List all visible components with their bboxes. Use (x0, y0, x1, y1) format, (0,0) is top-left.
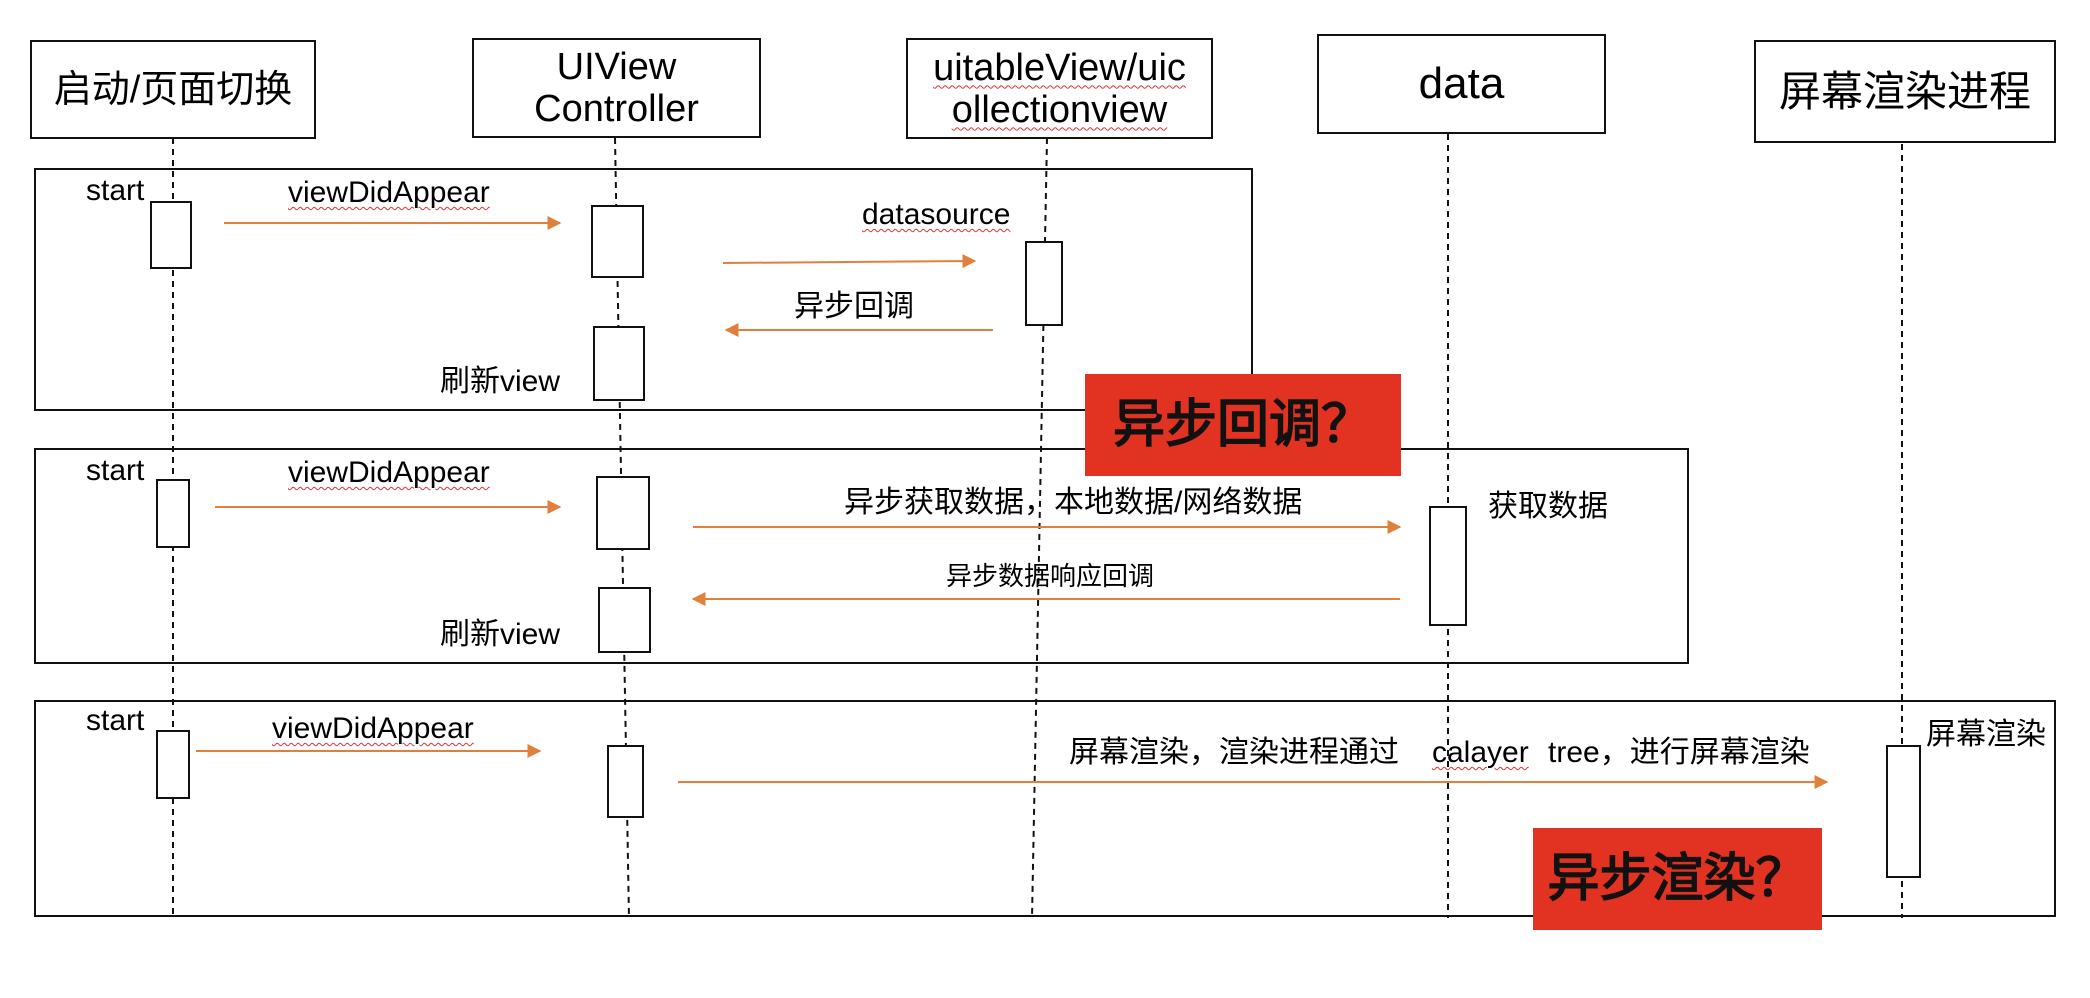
header-view-controller: UIView Controller (472, 38, 761, 138)
s1-refresh-view: 刷新view (440, 365, 561, 398)
s1-start: start (86, 174, 145, 207)
header-tableview: uitableView/uic ollectionview (906, 38, 1213, 139)
header-launch-label: 启动/页面切换 (53, 68, 293, 111)
s1-datasource: datasource (862, 198, 1011, 231)
s2-viewdidappear: viewDidAppear (288, 456, 490, 489)
s2-response: 异步数据响应回调 (946, 561, 1155, 591)
section-frame-3 (34, 700, 2056, 917)
header-table-line1: uitableView/uic (933, 46, 1186, 89)
section-frame-1 (34, 168, 1253, 411)
arrow-datasource (722, 254, 977, 269)
callout-async-render-text: 异步渲染？ (1547, 850, 1808, 908)
header-vc-line1: UIView (556, 46, 677, 88)
activation-launch-1 (150, 201, 192, 269)
header-render-process: 屏幕渲染进程 (1754, 40, 2056, 143)
header-render-label: 屏幕渲染进程 (1778, 67, 2031, 115)
header-data: data (1317, 34, 1606, 134)
header-table-line2: ollectionview (951, 88, 1168, 131)
callout-async-callback-text: 异步回调？ (1112, 396, 1373, 454)
activation-vc-1b (593, 326, 645, 401)
header-launch: 启动/页面切换 (30, 40, 316, 139)
callout-async-render: 异步渲染？ (1533, 828, 1822, 930)
s3-start: start (86, 704, 145, 737)
s3-render-msg-b: calayer (1432, 736, 1529, 769)
header-data-label: data (1418, 59, 1505, 108)
callout-async-callback: 异步回调？ (1085, 374, 1401, 476)
activation-launch-2 (156, 479, 190, 548)
s3-render-msg-c: tree，进行屏幕渲染 (1548, 736, 1810, 769)
activation-vc-2b (598, 587, 651, 653)
s2-fetch-data: 获取数据 (1488, 490, 1608, 523)
s1-callback: 异步回调 (794, 290, 914, 323)
activation-table-1 (1025, 241, 1063, 326)
s1-viewdidappear: viewDidAppear (288, 176, 490, 209)
s3-viewdidappear: viewDidAppear (272, 712, 474, 745)
header-vc-line2: Controller (534, 88, 699, 130)
s3-screen-render: 屏幕渲染 (1926, 718, 2046, 751)
s2-refresh-view: 刷新view (440, 618, 561, 651)
s2-fetch: 异步获取数据，本地数据/网络数据 (844, 486, 1303, 519)
activation-data-2 (1429, 506, 1467, 626)
section-frame-2 (34, 448, 1689, 664)
activation-render-3 (1886, 745, 1921, 878)
s2-start: start (86, 454, 145, 487)
activation-vc-2a (596, 476, 650, 550)
activation-vc-1a (591, 205, 644, 278)
s3-render-msg-a: 屏幕渲染，渲染进程通过 (1069, 736, 1399, 769)
activation-launch-3 (156, 730, 190, 799)
activation-vc-3 (607, 745, 644, 818)
